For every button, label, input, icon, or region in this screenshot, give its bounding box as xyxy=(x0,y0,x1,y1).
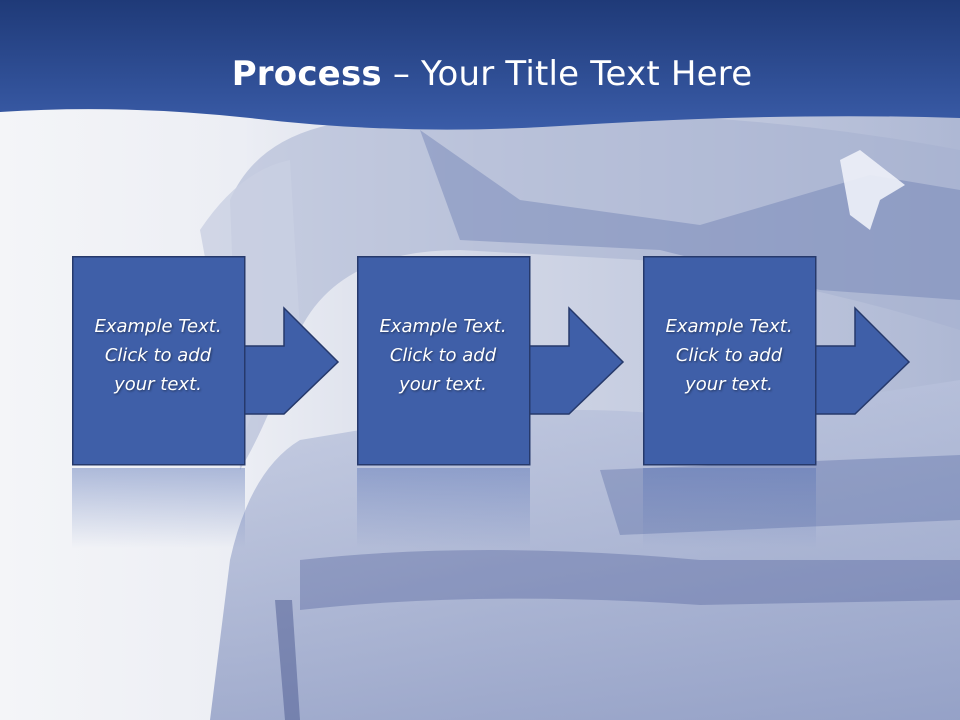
slide-title[interactable]: Process – Your Title Text Here xyxy=(0,52,960,96)
title-bold: Process xyxy=(231,54,382,94)
step-text[interactable]: Example Text. Click to add your text. xyxy=(94,316,222,395)
arrow-right-icon xyxy=(526,306,625,415)
arrow-box-shape xyxy=(357,256,625,466)
process-step-3[interactable]: Example Text. Click to add your text. xyxy=(643,256,943,536)
title-rest: – Your Title Text Here xyxy=(381,54,753,94)
step-box xyxy=(72,256,246,466)
process-step-2[interactable]: Example Text. Click to add your text. xyxy=(357,256,657,536)
step-box xyxy=(357,256,531,466)
arrow-right-icon xyxy=(241,306,340,415)
step-text[interactable]: Example Text. Click to add your text. xyxy=(665,316,793,395)
step-text[interactable]: Example Text. Click to add your text. xyxy=(379,316,507,395)
process-step-1[interactable]: Example Text. Click to add your text. xyxy=(72,256,372,536)
arrow-box-shape xyxy=(643,256,911,466)
step-box xyxy=(643,256,817,466)
arrow-box-shape xyxy=(72,256,340,466)
arrow-right-icon xyxy=(812,306,911,415)
